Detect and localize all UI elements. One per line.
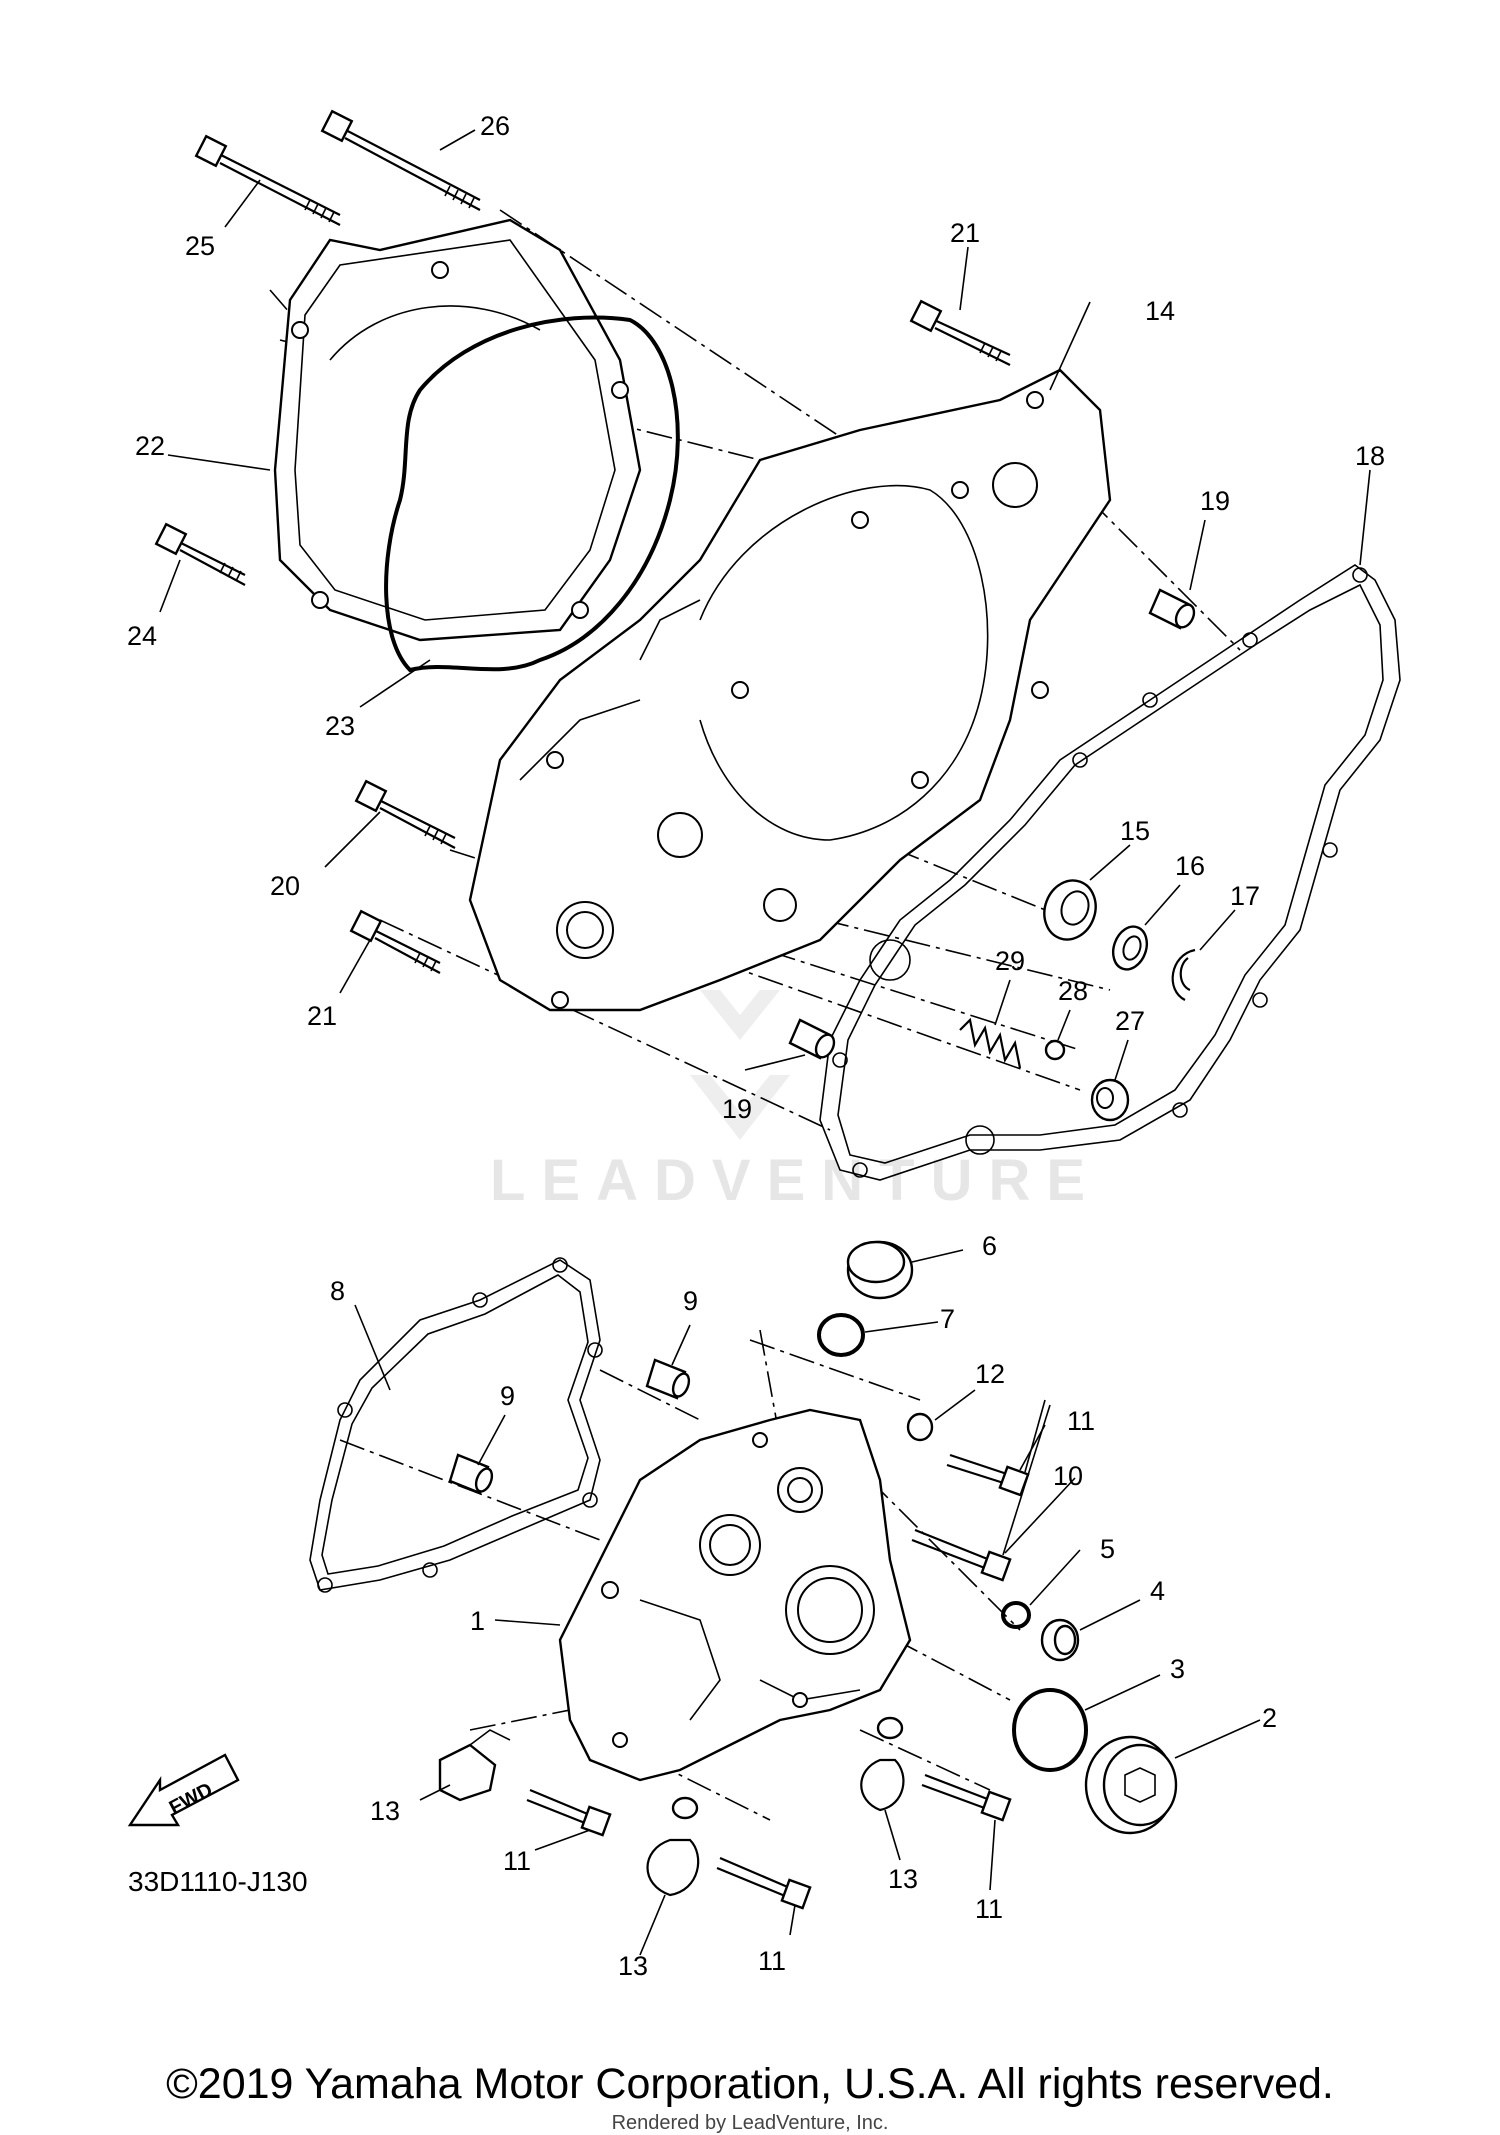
callout-15: 15 bbox=[1120, 816, 1150, 846]
callout-16: 16 bbox=[1175, 851, 1205, 881]
bolt-11-upper bbox=[946, 1453, 1030, 1497]
bolt-26 bbox=[320, 109, 481, 211]
fwd-arrow-icon: FWD bbox=[127, 1753, 240, 1827]
right-crankcase-cover-1 bbox=[558, 1408, 912, 1782]
callout-18: 18 bbox=[1355, 441, 1385, 471]
callout-11-left: 11 bbox=[503, 1846, 531, 1876]
o-ring-3 bbox=[1012, 1688, 1088, 1772]
callout-7: 7 bbox=[940, 1304, 955, 1334]
callout-21-top: 21 bbox=[950, 218, 980, 248]
diagram-code: 33D1110-J130 bbox=[128, 1866, 308, 1897]
washer-16 bbox=[1111, 925, 1149, 971]
copyright-notice: ©2019 Yamaha Motor Corporation, U.S.A. A… bbox=[166, 2060, 1334, 2108]
callout-11-middle: 11 bbox=[758, 1946, 786, 1976]
callout-9-lower: 9 bbox=[500, 1381, 515, 1411]
rendered-by-notice: Rendered by LeadVenture, Inc. bbox=[611, 2112, 889, 2134]
dowel-pin-9-lower bbox=[448, 1453, 494, 1495]
o-ring-7 bbox=[817, 1313, 865, 1357]
bolt-21-top bbox=[909, 299, 1011, 366]
cover-gasket-8 bbox=[309, 1257, 603, 1593]
plunger-27 bbox=[1090, 1078, 1130, 1122]
clutch-cover-outer bbox=[273, 218, 642, 642]
callout-3: 3 bbox=[1170, 1654, 1185, 1684]
callout-14: 14 bbox=[1145, 296, 1175, 326]
callout-22: 22 bbox=[135, 431, 165, 461]
callout-29: 29 bbox=[995, 946, 1025, 976]
ball-28 bbox=[1044, 1039, 1066, 1061]
callout-21-bottom: 21 bbox=[307, 1001, 337, 1031]
circlip-17 bbox=[1171, 948, 1196, 1001]
o-ring-5 bbox=[1001, 1601, 1031, 1629]
callout-13-middle: 13 bbox=[618, 1951, 648, 1981]
callout-numbers: 26 25 22 24 23 21 14 18 19 15 16 17 29 2… bbox=[127, 111, 1385, 1981]
callout-leaders bbox=[159, 129, 1371, 1956]
callout-20: 20 bbox=[270, 871, 300, 901]
callout-27: 27 bbox=[1115, 1006, 1145, 1036]
watermark-logo: LEADVENTURE bbox=[490, 990, 1101, 1213]
callout-11-right: 11 bbox=[975, 1894, 1003, 1924]
bolt-21-bottom bbox=[349, 909, 441, 974]
callout-1: 1 bbox=[470, 1606, 485, 1636]
bolt-11-right bbox=[921, 1773, 1012, 1822]
callout-12: 12 bbox=[975, 1359, 1005, 1389]
bolt-25 bbox=[194, 134, 341, 226]
callout-2: 2 bbox=[1262, 1703, 1277, 1733]
callout-8: 8 bbox=[330, 1276, 345, 1306]
spring-29 bbox=[959, 1017, 1022, 1069]
callout-19-top: 19 bbox=[1200, 486, 1230, 516]
callout-24: 24 bbox=[127, 621, 157, 651]
callout-17: 17 bbox=[1230, 881, 1260, 911]
bolt-10 bbox=[911, 1528, 1012, 1582]
dowel-pin-19-top bbox=[1148, 588, 1196, 630]
callout-9-upper: 9 bbox=[683, 1286, 698, 1316]
callout-23: 23 bbox=[325, 711, 355, 741]
callout-4: 4 bbox=[1150, 1576, 1165, 1606]
bolt-24 bbox=[154, 522, 246, 586]
dowel-pin-9-upper bbox=[645, 1358, 691, 1400]
callout-13-left: 13 bbox=[370, 1796, 400, 1826]
cover-gasket-ring bbox=[384, 315, 680, 673]
callout-10: 10 bbox=[1053, 1461, 1083, 1491]
callout-6: 6 bbox=[982, 1231, 997, 1261]
bolt-11-middle bbox=[716, 1856, 812, 1910]
callout-19-bottom: 19 bbox=[722, 1094, 752, 1124]
clamp-13-left bbox=[438, 1729, 511, 1802]
callout-13-right: 13 bbox=[888, 1864, 918, 1894]
watermark-text: LEADVENTURE bbox=[490, 1148, 1101, 1213]
dowel-pin-19-bottom bbox=[788, 1018, 836, 1060]
crankcase-gasket bbox=[819, 564, 1401, 1181]
callout-11-upper: 11 bbox=[1067, 1406, 1095, 1436]
callout-25: 25 bbox=[185, 231, 215, 261]
callout-5: 5 bbox=[1100, 1534, 1115, 1564]
washer-12 bbox=[906, 1412, 934, 1442]
clamp-13-middle bbox=[646, 1796, 700, 1897]
callout-28: 28 bbox=[1058, 976, 1088, 1006]
crankcase-cover bbox=[468, 368, 1112, 1012]
bolt-11-left bbox=[526, 1788, 612, 1837]
oil-seal-15 bbox=[1043, 879, 1097, 941]
cover-plug-2 bbox=[1084, 1735, 1178, 1835]
callout-26: 26 bbox=[480, 111, 510, 141]
drain-plug-4 bbox=[1040, 1618, 1080, 1662]
clamp-13-right bbox=[860, 1716, 905, 1812]
bolt-20 bbox=[354, 779, 456, 849]
filler-cap-6 bbox=[846, 1240, 914, 1300]
